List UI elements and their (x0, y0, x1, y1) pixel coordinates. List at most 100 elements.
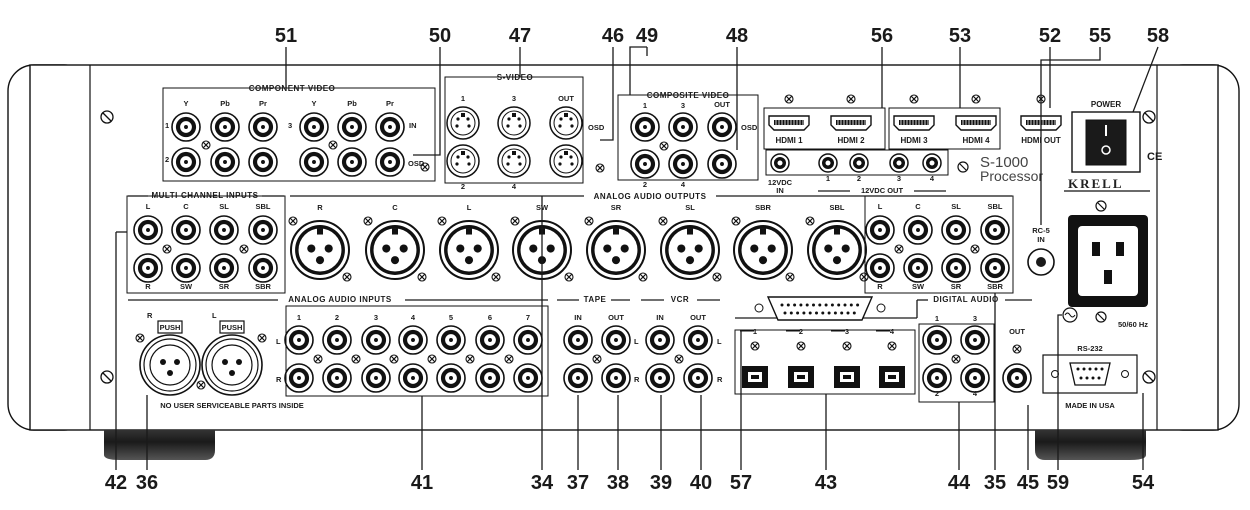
rca-jack[interactable] (630, 112, 660, 142)
xlr-jack[interactable] (365, 220, 425, 280)
mini-jack[interactable] (849, 153, 869, 173)
rc5-jack[interactable]: RC-5 IN (1027, 226, 1055, 276)
xlr-input-jack[interactable]: PUSH (139, 320, 201, 396)
rca-jack[interactable] (210, 147, 240, 177)
rca-jack[interactable] (563, 325, 593, 355)
rca-jack[interactable] (1002, 363, 1032, 393)
power-switch[interactable]: POWER (1071, 100, 1141, 173)
xlr-jack[interactable] (807, 220, 867, 280)
screw-icon (592, 354, 602, 364)
rca-jack[interactable] (630, 149, 660, 179)
rca-jack[interactable] (436, 325, 466, 355)
rca-jack[interactable] (513, 325, 543, 355)
rca-jack[interactable] (322, 325, 352, 355)
callout-55: 55 (1089, 25, 1111, 47)
rca-jack[interactable] (361, 325, 391, 355)
mini-jack[interactable] (922, 153, 942, 173)
rca-jack[interactable] (210, 112, 240, 142)
rca-jack[interactable] (922, 363, 952, 393)
rca-jack[interactable] (601, 363, 631, 393)
xlr-jack[interactable] (586, 220, 646, 280)
rca-jack[interactable] (941, 215, 971, 245)
screw-icon (1012, 344, 1022, 354)
optical-port[interactable] (742, 366, 768, 388)
rca-jack[interactable] (171, 147, 201, 177)
s-video-jack[interactable] (497, 144, 531, 178)
rca-jack[interactable] (980, 253, 1010, 283)
rca-jack[interactable] (375, 147, 405, 177)
rca-jack[interactable] (683, 325, 713, 355)
optical-port[interactable] (834, 366, 860, 388)
s-video-jack[interactable] (549, 144, 583, 178)
rca-jack[interactable] (601, 325, 631, 355)
rca-jack[interactable] (475, 363, 505, 393)
callout-40: 40 (690, 472, 712, 494)
rca-jack[interactable] (337, 147, 367, 177)
lr-label: R (276, 375, 282, 384)
xlr-jack[interactable] (733, 220, 793, 280)
rca-jack[interactable] (941, 253, 971, 283)
rca-jack[interactable] (284, 325, 314, 355)
rca-jack[interactable] (980, 215, 1010, 245)
rca-jack[interactable] (398, 325, 428, 355)
rca-jack[interactable] (707, 112, 737, 142)
rca-jack[interactable] (248, 215, 278, 245)
rca-jack[interactable] (209, 215, 239, 245)
rca-jack[interactable] (645, 363, 675, 393)
hdmi-port[interactable] (955, 115, 997, 131)
mini-jack[interactable] (770, 153, 790, 173)
multi-label: SBR (255, 282, 271, 291)
rca-jack[interactable] (322, 363, 352, 393)
rca-jack[interactable] (475, 325, 505, 355)
rca-jack[interactable] (563, 363, 593, 393)
rca-jack[interactable] (171, 215, 201, 245)
optical-port[interactable] (879, 366, 905, 388)
s-video-jack[interactable] (549, 106, 583, 140)
rca-jack[interactable] (375, 112, 405, 142)
rca-jack[interactable] (248, 112, 278, 142)
rca-jack[interactable] (209, 253, 239, 283)
tape-vcr-labels: IN OUT IN OUT L R L R (574, 313, 723, 384)
s-video-jack[interactable] (446, 106, 480, 140)
rca-jack[interactable] (513, 363, 543, 393)
rca-jack[interactable] (707, 149, 737, 179)
xlr-jack[interactable] (439, 220, 499, 280)
rca-jack[interactable] (668, 149, 698, 179)
rca-jack[interactable] (171, 112, 201, 142)
rca-jack[interactable] (436, 363, 466, 393)
xlr-jack[interactable] (660, 220, 720, 280)
rca-jack[interactable] (133, 215, 163, 245)
s-video-jack[interactable] (497, 106, 531, 140)
xlr-input-jack[interactable]: PUSH (201, 320, 263, 396)
callout-39: 39 (650, 472, 672, 494)
hdmi-port[interactable] (830, 115, 872, 131)
callouts-bottom: 42 36 41 34 37 38 39 40 57 43 44 35 45 5… (105, 472, 1155, 494)
rca-jack[interactable] (960, 363, 990, 393)
rca-jack[interactable] (284, 363, 314, 393)
hdmi-port[interactable] (893, 115, 935, 131)
rca-jack[interactable] (248, 147, 278, 177)
s-video-jack[interactable] (446, 144, 480, 178)
optical-port[interactable] (788, 366, 814, 388)
rca-jack[interactable] (922, 325, 952, 355)
hdmi-port[interactable] (768, 115, 810, 131)
rca-jack[interactable] (903, 215, 933, 245)
rca-jack[interactable] (133, 253, 163, 283)
rca-jack[interactable] (299, 112, 329, 142)
rca-jack[interactable] (960, 325, 990, 355)
rca-jack[interactable] (865, 253, 895, 283)
xlr-jack[interactable] (290, 220, 350, 280)
rca-jack[interactable] (248, 253, 278, 283)
rca-jack[interactable] (337, 112, 367, 142)
rca-jack[interactable] (361, 363, 391, 393)
rca-jack[interactable] (171, 253, 201, 283)
rca-jack[interactable] (683, 363, 713, 393)
rca-jack[interactable] (645, 325, 675, 355)
mini-jack[interactable] (818, 153, 838, 173)
rca-jack[interactable] (299, 147, 329, 177)
rca-jack[interactable] (398, 363, 428, 393)
mini-jack[interactable] (889, 153, 909, 173)
rca-jack[interactable] (865, 215, 895, 245)
rca-jack[interactable] (903, 253, 933, 283)
rca-jack[interactable] (668, 112, 698, 142)
